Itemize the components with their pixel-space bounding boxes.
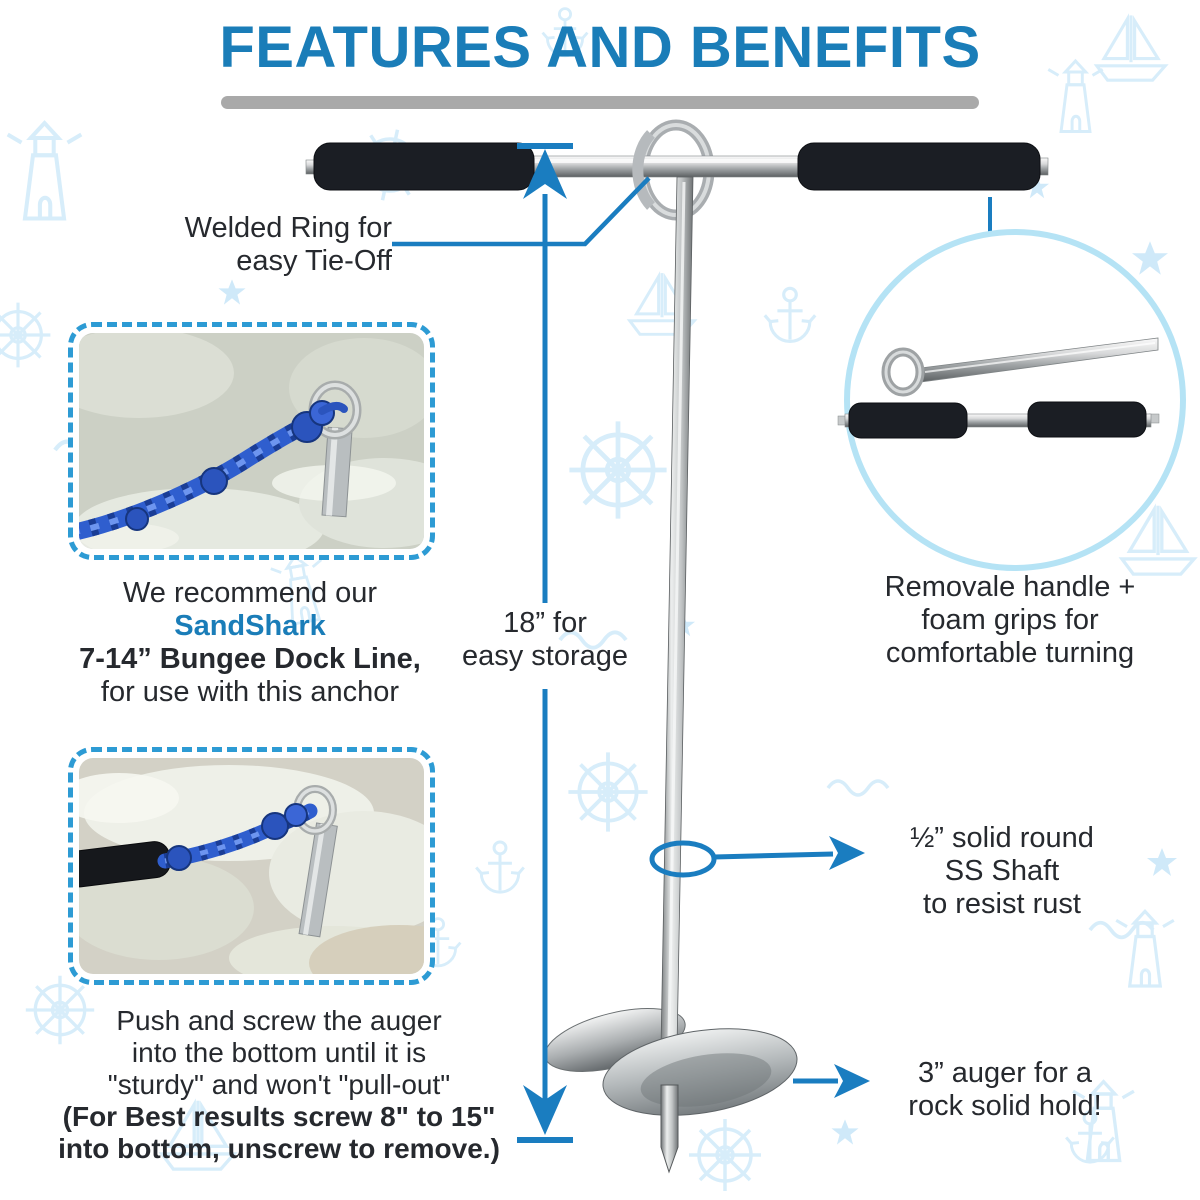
page-title: FEATURES AND BENEFITS bbox=[219, 15, 981, 80]
brand-name: SandShark bbox=[174, 610, 326, 642]
anchor-post bbox=[321, 426, 353, 518]
storage-measure-arrow bbox=[517, 143, 573, 1143]
blue-rope bbox=[157, 803, 318, 871]
shaft-callout bbox=[649, 836, 865, 878]
welded-ring-callout-line bbox=[392, 176, 651, 247]
rope-tieoff-photo-image bbox=[79, 333, 424, 549]
removable-handle-label: Removale handle + foam grips for comfort… bbox=[884, 571, 1136, 669]
rope-tieoff-photo bbox=[68, 322, 435, 560]
shaft bbox=[659, 176, 694, 1103]
rope-grip-photo bbox=[68, 747, 435, 985]
auger-callout bbox=[793, 1064, 870, 1098]
storage-length-label: 18” for easy storage bbox=[461, 607, 629, 672]
rope-grip-photo-image bbox=[79, 758, 424, 974]
title-underline bbox=[221, 96, 979, 109]
welded-ring-label: Welded Ring for easy Tie-Off bbox=[184, 212, 392, 277]
blue-rope bbox=[79, 400, 348, 540]
welded-ring-front bbox=[632, 130, 656, 210]
usage-instructions: Push and screw the auger into the bottom… bbox=[58, 1005, 500, 1164]
auger-spec-label: 3” auger for a rock solid hold! bbox=[908, 1057, 1102, 1122]
left-foam-grip bbox=[313, 142, 535, 191]
right-foam-grip bbox=[797, 142, 1041, 191]
recommendation-label: We recommend our SandShark 7-14” Bungee … bbox=[55, 577, 445, 709]
shaft-spec-label: ½” solid round SS Shaft to resist rust bbox=[910, 822, 1094, 920]
handle-inset-circle bbox=[837, 229, 1186, 571]
auger bbox=[602, 1028, 798, 1174]
